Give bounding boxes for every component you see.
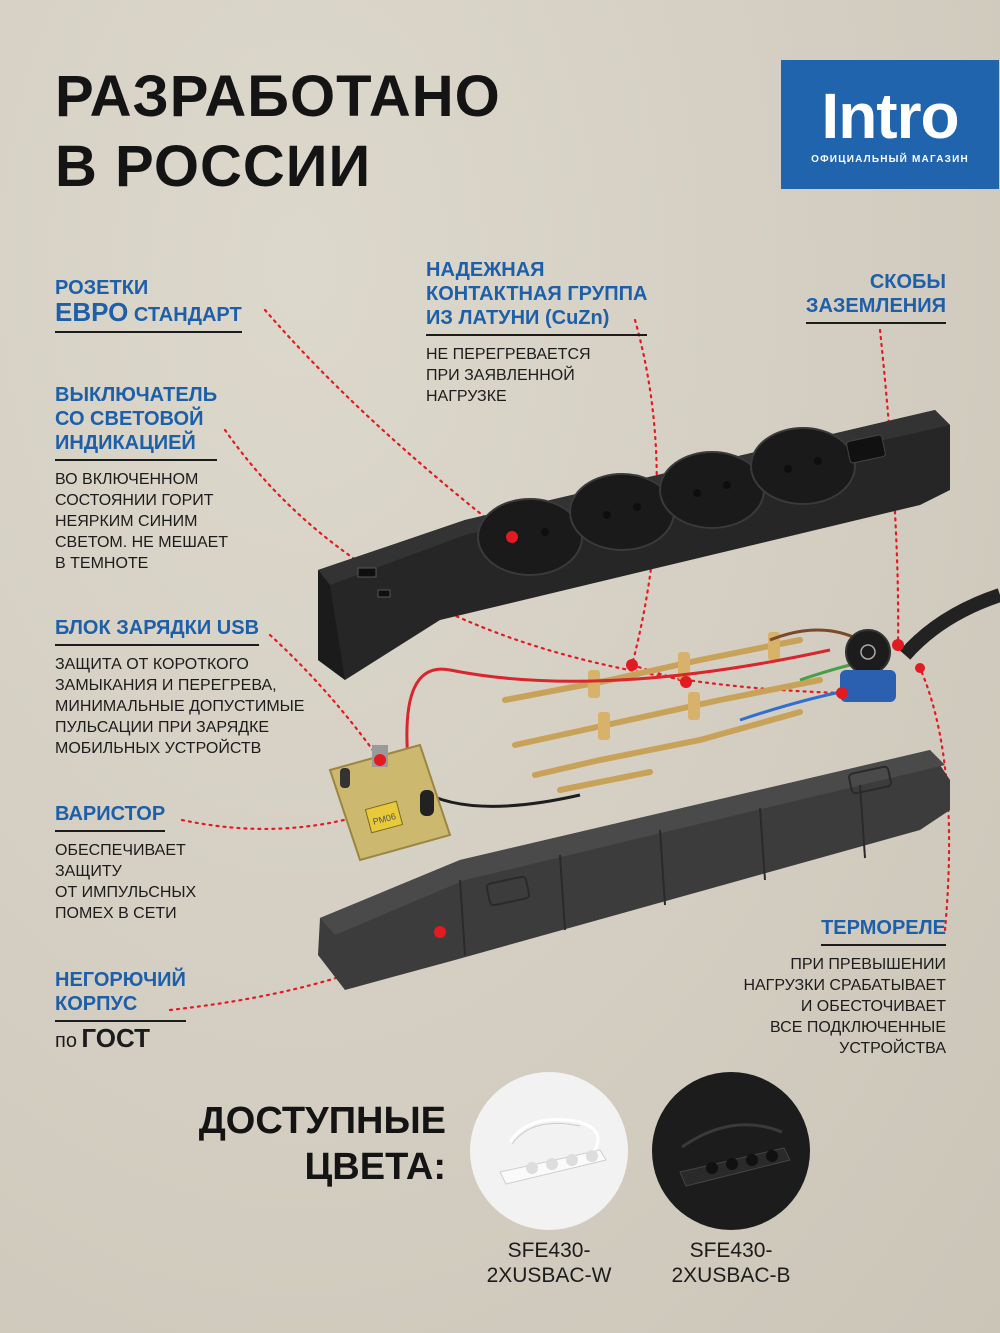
white-model-image	[470, 1072, 628, 1230]
varistor-body-1: ОБЕСПЕЧИВАЕТ	[55, 842, 186, 859]
brass-contacts	[502, 637, 823, 793]
housing-heading-2: КОРПУС	[55, 993, 138, 1015]
feature-grounding: СКОБЫ ЗАЗЕМЛЕНИЯ	[760, 270, 946, 324]
contacts-body-3: НАГРУЗКЕ	[426, 388, 507, 405]
power-cable	[899, 588, 1000, 660]
switch-assembly	[840, 629, 896, 702]
grounding-heading-2: ЗАЗЕМЛЕНИЯ	[805, 295, 946, 317]
switch-heading-3: ИНДИКАЦИЕЙ	[55, 432, 196, 454]
switch-body-1: ВО ВКЛЮЧЕННОМ	[55, 471, 199, 488]
feature-switch: ВЫКЛЮЧАТЕЛЬ СО СВЕТОВОЙ ИНДИКАЦИЕЙ ВО ВК…	[55, 383, 228, 574]
switch-body-4: СВЕТОМ. НЕ МЕШАЕТ	[55, 534, 229, 551]
switch-body-5: В ТЕМНОТЕ	[55, 555, 149, 572]
available-colors-title: ДОСТУПНЫЕ ЦВЕТА:	[196, 1098, 446, 1190]
model-white-line-2: 2XUSBAC-W	[486, 1264, 612, 1287]
thermal-body-1: ПРИ ПРЕВЫШЕНИИ	[790, 956, 946, 973]
contacts-body-2: ПРИ ЗАЯВЛЕННОЙ	[426, 367, 575, 384]
usb-heading: БЛОК ЗАРЯДКИ USB	[55, 616, 260, 646]
contacts-body-1: НЕ ПЕРЕГРЕВАЕТСЯ	[426, 346, 591, 363]
feature-contacts: НАДЕЖНАЯ КОНТАКТНАЯ ГРУППА ИЗ ЛАТУНИ (Cu…	[426, 258, 648, 407]
title-line-1: РАЗРАБОТАНО	[55, 64, 501, 129]
contacts-heading-1: НАДЕЖНАЯ	[426, 259, 545, 281]
leader-contacts-2	[630, 663, 688, 684]
usb-body-5: МОБИЛЬНЫХ УСТРОЙСТВ	[55, 740, 262, 757]
model-label-black: SFE430- 2XUSBAC-B	[631, 1238, 831, 1288]
white-power-strip-icon	[499, 1118, 607, 1185]
model-black-line-1: SFE430-	[689, 1239, 773, 1262]
top-housing	[318, 410, 950, 680]
usb-body-4: ПУЛЬСАЦИИ ПРИ ЗАРЯДКЕ	[55, 719, 270, 736]
housing-heading-1: НЕГОРЮЧИЙ	[55, 969, 186, 991]
logo-brand: Intro	[821, 80, 959, 152]
sockets-heading-euro: ЕВРО	[55, 297, 129, 327]
contacts-heading-3: ИЗ ЛАТУНИ (CuZn)	[426, 307, 610, 329]
feature-housing: НЕГОРЮЧИЙ КОРПУС по ГОСТ	[55, 968, 186, 1053]
model-white-line-1: SFE430-	[507, 1239, 591, 1262]
leader-sockets	[263, 308, 512, 539]
housing-body-small: по	[55, 1030, 77, 1052]
usb-body-1: ЗАЩИТА ОТ КОРОТКОГО	[55, 656, 249, 673]
model-label-white: SFE430- 2XUSBAC-W	[449, 1238, 649, 1288]
thermal-heading: ТЕРМОРЕЛЕ	[821, 916, 946, 946]
leader-switch	[223, 428, 844, 695]
housing-body-gost: ГОСТ	[81, 1023, 151, 1053]
title-line-2: В РОССИИ	[55, 134, 372, 199]
black-model-image	[652, 1072, 810, 1230]
thermal-body-2: НАГРУЗКИ СРАБАТЫВАЕТ	[743, 977, 946, 994]
leader-thermal	[918, 666, 951, 932]
page-title: РАЗРАБОТАНО В РОССИИ	[55, 62, 501, 202]
grounding-heading-1: СКОБЫ	[869, 271, 946, 293]
varistor-body-2: ЗАЩИТУ	[55, 863, 122, 880]
feature-usb: БЛОК ЗАРЯДКИ USB ЗАЩИТА ОТ КОРОТКОГО ЗАМ…	[55, 616, 304, 759]
sockets-heading-standard: СТАНДАРТ	[128, 304, 242, 326]
colors-title-2: ЦВЕТА:	[304, 1146, 446, 1188]
usb-body-2: ЗАМЫКАНИЯ И ПЕРЕГРЕВА,	[55, 677, 277, 694]
usb-pcb: PM06	[328, 743, 452, 862]
thermal-body-4: ВСЕ ПОДКЛЮЧЕННЫЕ	[770, 1019, 946, 1036]
feature-varistor: ВАРИСТОР ОБЕСПЕЧИВАЕТ ЗАЩИТУ ОТ ИМПУЛЬСН…	[55, 802, 196, 924]
model-black-line-2: 2XUSBAC-B	[671, 1264, 791, 1287]
leader-varistor	[180, 798, 407, 831]
intro-logo: Intro ОФИЦИАЛЬНЫЙ МАГАЗИН	[781, 60, 999, 189]
colors-title-1: ДОСТУПНЫЕ	[198, 1100, 446, 1142]
varistor-body-4: ПОМЕХ В СЕТИ	[55, 905, 177, 922]
switch-heading-1: ВЫКЛЮЧАТЕЛЬ	[55, 384, 218, 406]
switch-heading-2: СО СВЕТОВОЙ	[55, 408, 204, 430]
contacts-heading-2: КОНТАКТНАЯ ГРУППА	[426, 283, 648, 305]
varistor-heading: ВАРИСТОР	[55, 802, 166, 832]
switch-body-2: СОСТОЯНИИ ГОРИТ	[55, 492, 214, 509]
thermal-body-3: И ОБЕСТОЧИВАЕТ	[800, 998, 946, 1015]
logo-subtitle: ОФИЦИАЛЬНЫЙ МАГАЗИН	[811, 154, 969, 165]
thermal-body-5: УСТРОЙСТВА	[839, 1040, 946, 1057]
sockets-heading-1: РОЗЕТКИ	[55, 277, 149, 299]
usb-body-3: МИНИМАЛЬНЫЕ ДОПУСТИМЫЕ	[55, 698, 305, 715]
varistor-body-3: ОТ ИМПУЛЬСНЫХ	[55, 884, 197, 901]
bottom-housing	[318, 750, 950, 990]
feature-sockets: РОЗЕТКИ ЕВРО СТАНДАРТ	[55, 276, 242, 333]
callout-dots	[374, 531, 925, 938]
black-power-strip-icon	[679, 1123, 791, 1187]
leader-usb	[268, 633, 382, 762]
feature-thermal: ТЕРМОРЕЛЕ ПРИ ПРЕВЫШЕНИИ НАГРУЗКИ СРАБАТ…	[680, 916, 946, 1059]
switch-body-3: НЕЯРКИМ СИНИМ	[55, 513, 198, 530]
